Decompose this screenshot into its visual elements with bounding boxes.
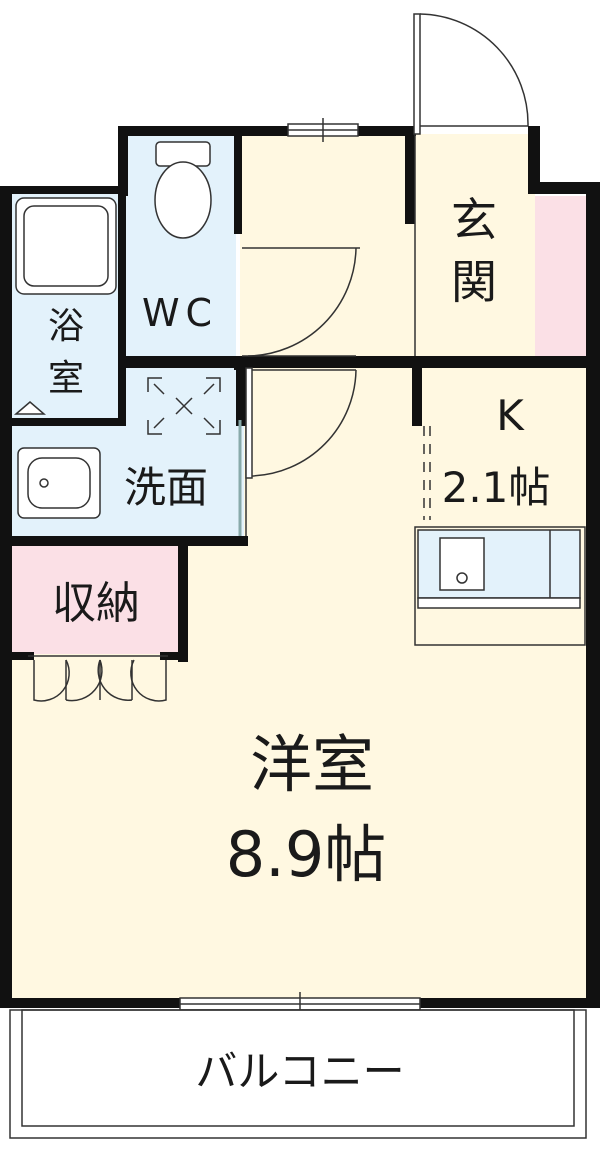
- kitchen-label-1: K: [496, 391, 525, 440]
- storage-label: 収納: [52, 578, 140, 629]
- labels: 浴 室 WC 玄 関 K 2.1帖 洗面 収納 洋室 8.9帖 バルコニー: [48, 193, 550, 1096]
- bathtub-icon: [13, 197, 117, 415]
- washbasin-icon: [17, 447, 101, 519]
- kitchen-sink-icon: [417, 529, 581, 609]
- entrance-label-2: 関: [451, 255, 497, 309]
- balcony-label: バルコニー: [195, 1047, 404, 1096]
- entrance-shoe-cabinet: [535, 196, 586, 356]
- toilet-icon: [154, 141, 212, 239]
- wc-label: WC: [142, 291, 218, 335]
- western-room-label-1: 洋室: [250, 728, 374, 801]
- washing-machine-space-icon: [147, 377, 221, 435]
- sliding-window-icon: [179, 118, 421, 1020]
- bath-label-2: 室: [48, 358, 84, 399]
- kitchen-label-2: 2.1帖: [442, 463, 551, 512]
- corridor-floor: [240, 134, 415, 370]
- entrance-floor: [415, 134, 535, 356]
- balcony: [9, 1009, 587, 1139]
- washroom-label: 洗面: [124, 463, 208, 512]
- door-swing-icon: [28, 13, 529, 702]
- western-room-label-2: 8.9帖: [226, 818, 387, 891]
- entrance-label-1: 玄: [451, 193, 497, 247]
- bath-label-1: 浴: [48, 306, 84, 347]
- storage-floor: [12, 546, 180, 654]
